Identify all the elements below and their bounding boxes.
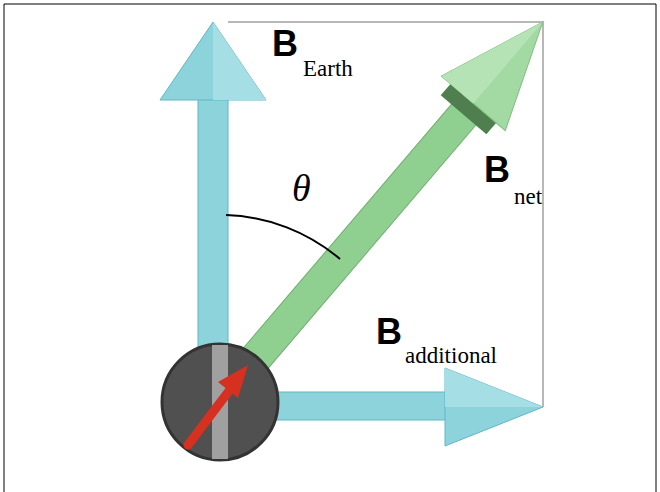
field-symbol: B <box>484 150 510 190</box>
field-subscript: Earth <box>303 56 353 81</box>
frame <box>4 4 656 492</box>
field-subscript: net <box>514 184 542 209</box>
angle-symbol: θ <box>292 168 311 210</box>
angle-arc <box>226 215 340 259</box>
net-field-arrow <box>214 0 575 397</box>
compass-symbol <box>162 344 278 460</box>
field-subscript: additional <box>405 343 497 368</box>
field-symbol: B <box>272 24 298 64</box>
field-symbol: B <box>376 312 402 352</box>
